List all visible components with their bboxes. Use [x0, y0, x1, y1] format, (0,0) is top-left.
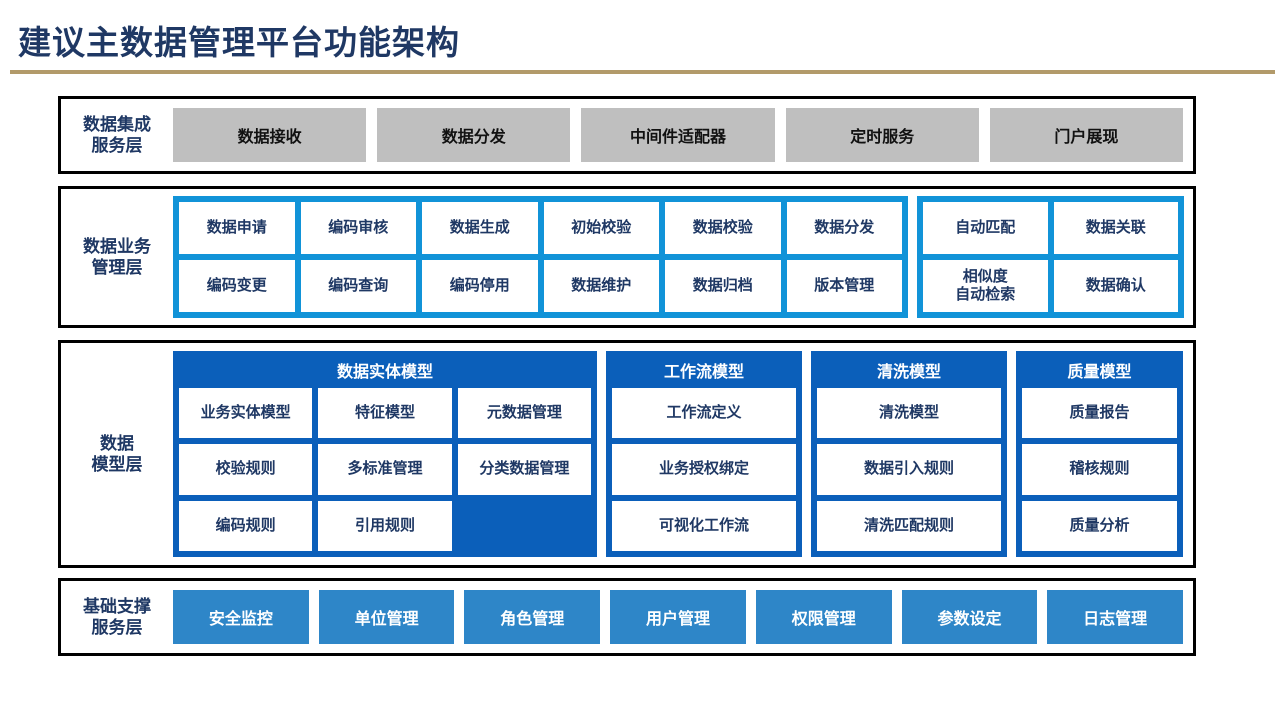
model-group-workflow: 工作流模型 工作流定义 业务授权绑定 可视化工作流	[606, 351, 802, 557]
foundation-box[interactable]: 用户管理	[610, 590, 746, 644]
foundation-box[interactable]: 安全监控	[173, 590, 309, 644]
layer-body-data-model: 数据实体模型 业务实体模型 特征模型 元数据管理 校验规则 多标准管理 分类数据…	[173, 343, 1193, 565]
title-divider	[10, 70, 1275, 74]
model-group-title: 工作流模型	[663, 364, 744, 381]
business-cell[interactable]: 编码查询	[300, 260, 416, 312]
model-cell[interactable]: 数据引入规则	[817, 444, 1001, 495]
model-group-entity: 数据实体模型 业务实体模型 特征模型 元数据管理 校验规则 多标准管理 分类数据…	[173, 351, 597, 557]
business-main-group: 数据申请 编码审核 数据生成 初始校验 数据校验 数据分发 编码变更 编码查询 …	[173, 196, 908, 318]
model-group-title: 清洗模型	[876, 364, 941, 381]
business-cell[interactable]: 自动匹配	[923, 202, 1048, 254]
integration-box[interactable]: 门户展现	[989, 108, 1184, 162]
integration-box[interactable]: 中间件适配器	[581, 108, 775, 162]
business-cell[interactable]: 相似度 自动检索	[923, 260, 1048, 312]
business-cell[interactable]: 数据确认	[1053, 260, 1178, 312]
model-group-title: 数据实体模型	[336, 364, 433, 381]
model-cell[interactable]: 清洗匹配规则	[817, 500, 1001, 551]
business-cell[interactable]: 数据维护	[543, 260, 659, 312]
model-group-title: 质量模型	[1067, 364, 1132, 381]
model-cell[interactable]: 工作流定义	[612, 388, 796, 439]
model-group-grid: 清洗模型 数据引入规则 清洗匹配规则	[817, 388, 1001, 551]
model-group-grid: 质量报告 稽核规则 质量分析	[1022, 388, 1177, 551]
business-cell[interactable]: 数据归档	[665, 260, 781, 312]
model-cell[interactable]: 清洗模型	[817, 388, 1001, 439]
layer-body-data-business: 数据申请 编码审核 数据生成 初始校验 数据校验 数据分发 编码变更 编码查询 …	[173, 189, 1193, 325]
layer-body-data-integration: 数据接收 数据分发 中间件适配器 定时服务 门户展现	[173, 99, 1193, 171]
model-cell[interactable]: 可视化工作流	[612, 500, 796, 551]
foundation-box[interactable]: 日志管理	[1047, 590, 1184, 644]
model-cell[interactable]: 特征模型	[318, 388, 452, 439]
model-cell[interactable]: 引用规则	[318, 500, 452, 551]
model-cell[interactable]: 分类数据管理	[457, 444, 591, 495]
foundation-box[interactable]: 角色管理	[464, 590, 601, 644]
business-cell[interactable]: 编码变更	[179, 260, 295, 312]
layer-label-foundation-support: 基础支撑 服务层	[83, 596, 151, 637]
layer-label-data-model: 数据 模型层	[91, 433, 143, 474]
model-cell[interactable]: 元数据管理	[457, 388, 591, 439]
integration-box[interactable]: 定时服务	[785, 108, 979, 162]
model-cell[interactable]: 编码规则	[179, 500, 313, 551]
model-group-quality: 质量模型 质量报告 稽核规则 质量分析	[1016, 351, 1183, 557]
layer-body-foundation-support: 安全监控 单位管理 角色管理 用户管理 权限管理 参数设定 日志管理	[173, 581, 1193, 653]
integration-box[interactable]: 数据分发	[377, 108, 571, 162]
model-cell[interactable]: 业务授权绑定	[612, 444, 796, 495]
model-cell[interactable]: 质量分析	[1022, 500, 1177, 551]
model-group-grid: 工作流定义 业务授权绑定 可视化工作流	[612, 388, 796, 551]
business-cell[interactable]: 数据关联	[1053, 202, 1178, 254]
layer-data-integration: 数据集成 服务层 数据接收 数据分发 中间件适配器 定时服务 门户展现	[58, 96, 1196, 174]
model-group-grid: 业务实体模型 特征模型 元数据管理 校验规则 多标准管理 分类数据管理 编码规则…	[179, 388, 591, 551]
business-cell[interactable]: 数据生成	[422, 202, 538, 254]
integration-box[interactable]: 数据接收	[173, 108, 367, 162]
business-cell[interactable]: 数据校验	[665, 202, 781, 254]
model-cell[interactable]: 多标准管理	[318, 444, 452, 495]
business-cell[interactable]: 编码停用	[422, 260, 538, 312]
model-cell[interactable]: 质量报告	[1022, 388, 1177, 439]
business-cell[interactable]: 初始校验	[543, 202, 659, 254]
foundation-box[interactable]: 参数设定	[901, 590, 1038, 644]
model-cell[interactable]: 业务实体模型	[179, 388, 313, 439]
foundation-box[interactable]: 权限管理	[755, 590, 892, 644]
model-cell[interactable]: 稽核规则	[1022, 444, 1177, 495]
layer-label-data-business: 数据业务 管理层	[83, 236, 151, 277]
business-cell[interactable]: 数据分发	[786, 202, 902, 254]
model-cell[interactable]: 校验规则	[179, 444, 313, 495]
page-title: 建议主数据管理平台功能架构	[18, 24, 460, 61]
layer-foundation-support: 基础支撑 服务层 安全监控 单位管理 角色管理 用户管理 权限管理 参数设定 日…	[58, 578, 1196, 656]
business-side-group: 自动匹配 数据关联 相似度 自动检索 数据确认	[917, 196, 1184, 318]
business-cell[interactable]: 编码审核	[300, 202, 416, 254]
foundation-box[interactable]: 单位管理	[318, 590, 455, 644]
business-cell[interactable]: 版本管理	[786, 260, 902, 312]
model-group-cleansing: 清洗模型 清洗模型 数据引入规则 清洗匹配规则	[811, 351, 1007, 557]
model-cell-empty	[458, 501, 591, 551]
layer-data-model: 数据 模型层 数据实体模型 业务实体模型 特征模型 元数据管理 校验规则 多标准…	[58, 340, 1196, 568]
layer-data-business: 数据业务 管理层 数据申请 编码审核 数据生成 初始校验 数据校验 数据分发 编…	[58, 186, 1196, 328]
layer-label-data-integration: 数据集成 服务层	[83, 114, 151, 155]
business-cell[interactable]: 数据申请	[179, 202, 295, 254]
